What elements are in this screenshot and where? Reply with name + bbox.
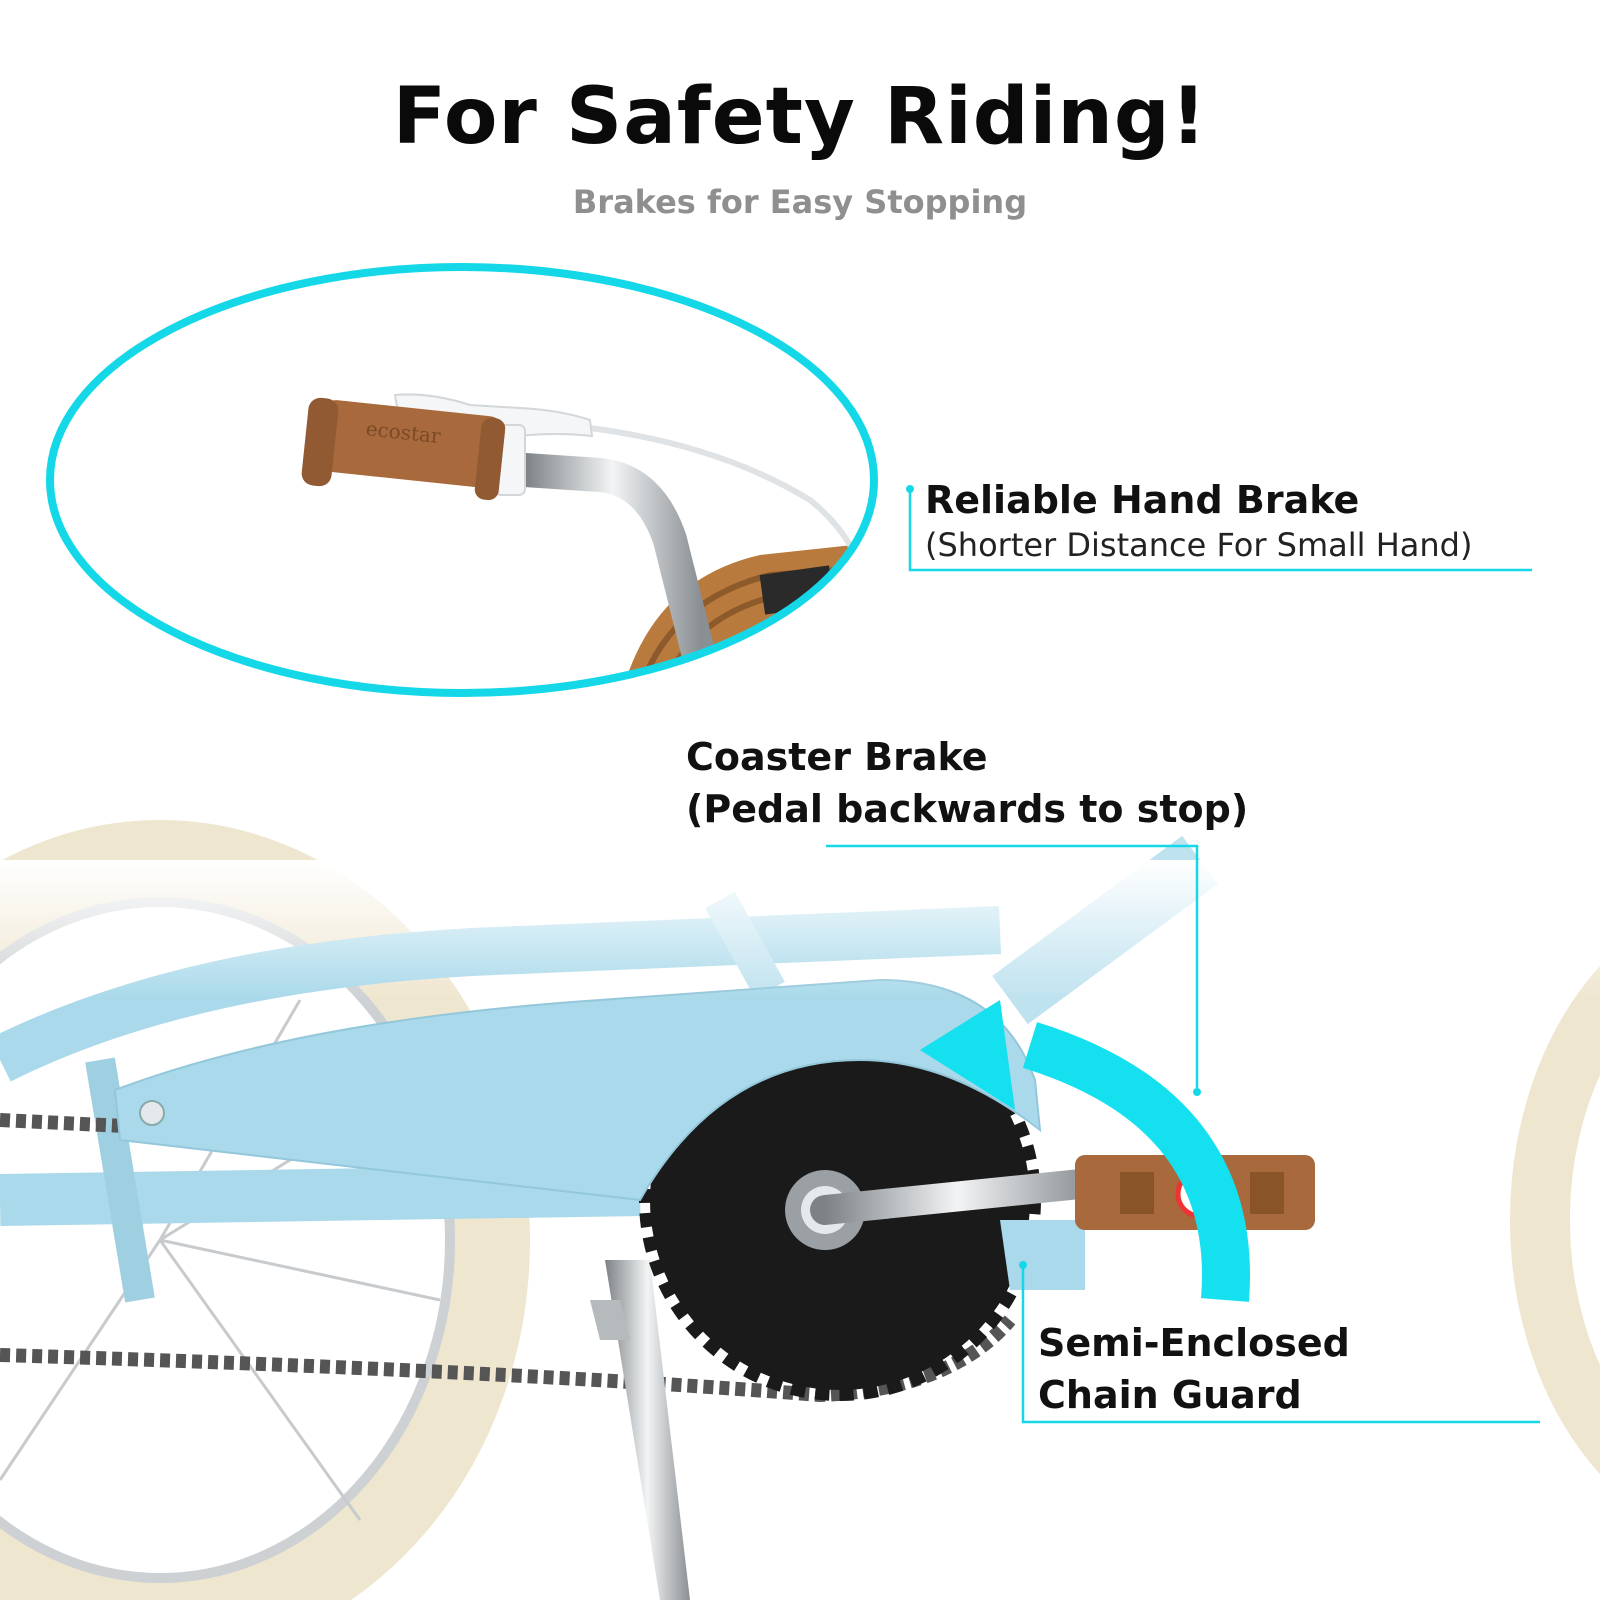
- hand-brake-title: Reliable Hand Brake: [925, 478, 1360, 522]
- hand-brake-note: (Shorter Distance For Small Hand): [925, 526, 1473, 564]
- chain-guard-leader: [1019, 1261, 1540, 1424]
- closeup-frame: [46, 263, 878, 697]
- chain-guard-label: Semi-Enclosed Chain Guard: [1038, 1317, 1350, 1421]
- coaster-brake-label: Coaster Brake (Pedal backwards to stop): [686, 731, 1248, 835]
- chain-guard-line2: Chain Guard: [1038, 1373, 1302, 1417]
- front-wheel: [1510, 966, 1600, 1474]
- top-fade: [0, 860, 1600, 1000]
- coaster-brake-note: (Pedal backwards to stop): [686, 787, 1249, 831]
- coaster-brake-title: Coaster Brake: [686, 735, 988, 779]
- page-subtitle: Brakes for Easy Stopping: [572, 183, 1028, 221]
- hand-brake-leader: [906, 485, 1532, 572]
- handlebar-grip: ecostar: [301, 397, 506, 501]
- crank-arm: [810, 1168, 1105, 1225]
- kickstand: [590, 1260, 690, 1600]
- page-title: For Safety Riding!: [392, 72, 1208, 162]
- hand-brake-closeup: ecostar: [301, 393, 874, 693]
- rotation-arrow-icon: [920, 1000, 1250, 1302]
- coaster-brake-leader: [826, 844, 1201, 1096]
- chain-guard-line1: Semi-Enclosed: [1038, 1321, 1350, 1365]
